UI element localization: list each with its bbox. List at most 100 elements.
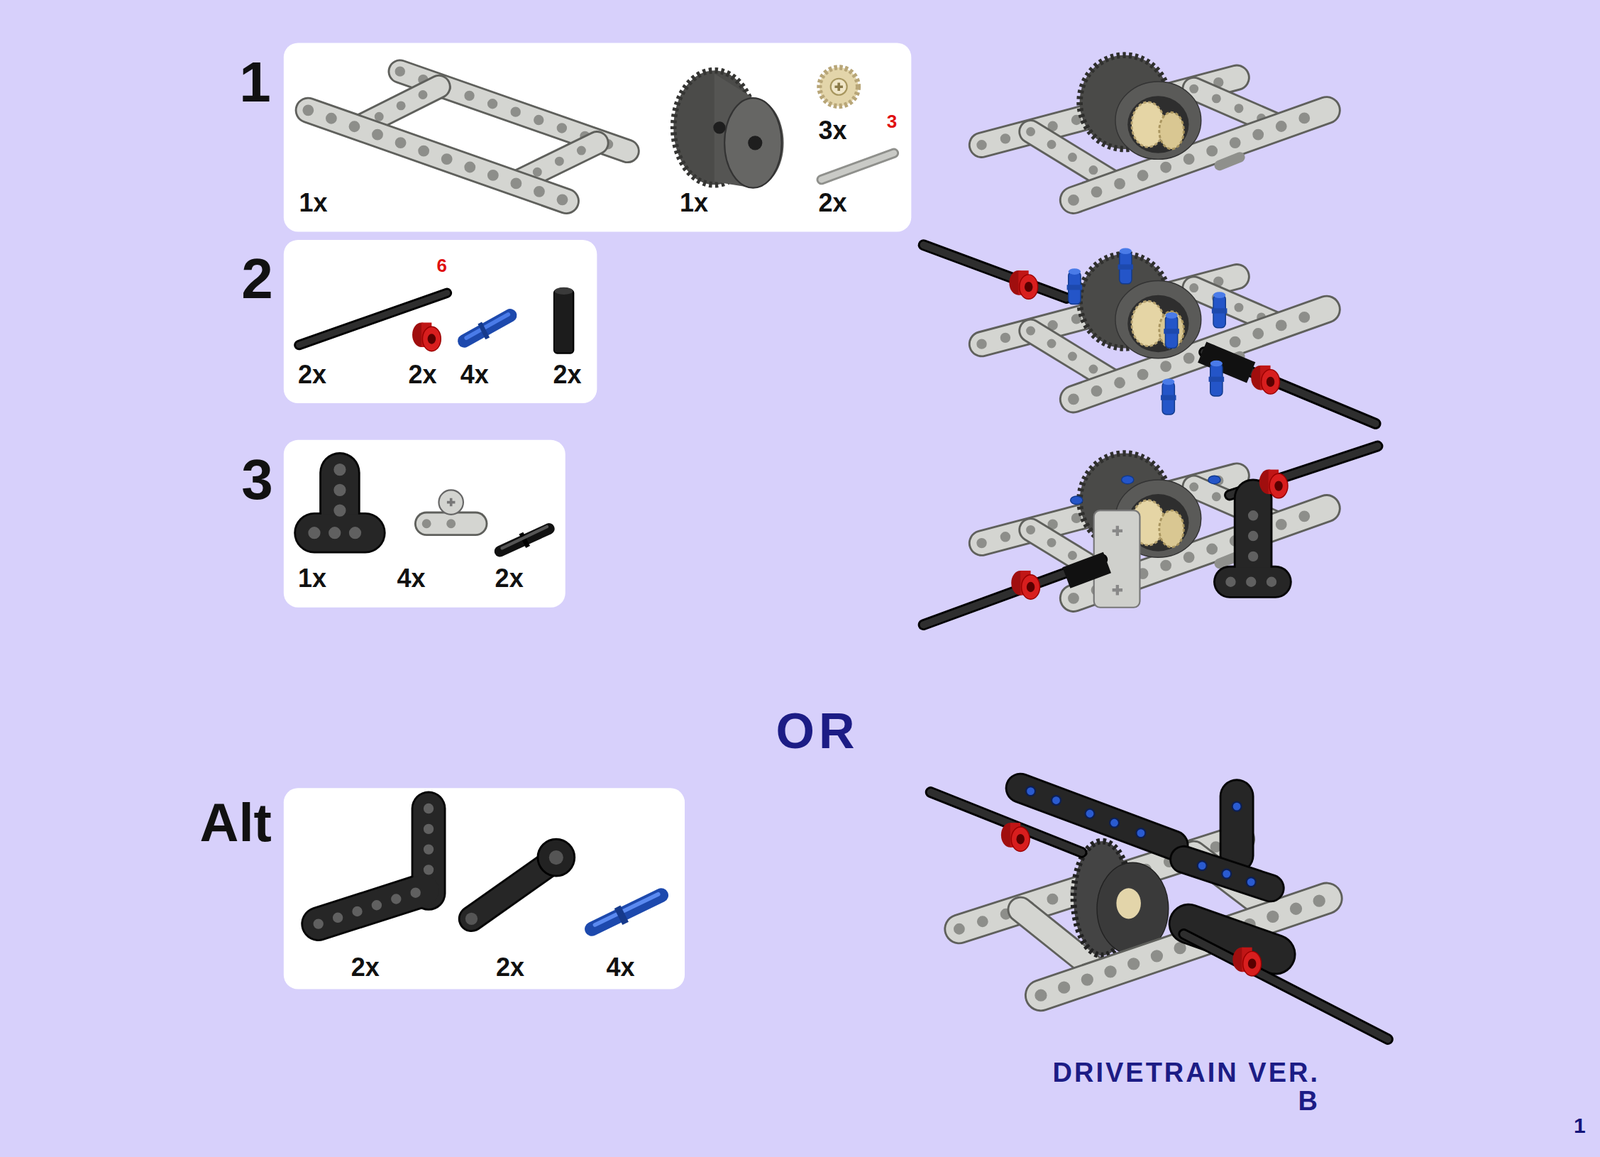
- instruction-art: [1259, 469, 1288, 499]
- panel-ground: [283, 42, 912, 989]
- axle-part: [821, 153, 895, 180]
- cross-block-assembly: [1112, 525, 1123, 596]
- black-pin-part: [500, 526, 550, 552]
- alt-assembly: [1232, 801, 1242, 811]
- instruction-art: [412, 322, 441, 351]
- part-quantity: 1x: [298, 565, 327, 592]
- l-beam-part: [423, 808, 434, 873]
- instruction-art: [981, 55, 1327, 201]
- step-number: 3: [241, 451, 274, 509]
- alt-assembly: [1183, 859, 1271, 888]
- length-number: 6: [436, 256, 447, 275]
- alt-assembly: [1135, 828, 1146, 838]
- axle-assembly: [923, 244, 1376, 424]
- drawing-title: DRIVETRAIN VER. B: [1043, 1058, 1320, 1116]
- panel-ground: [283, 439, 566, 608]
- step-number: 2: [241, 250, 274, 308]
- blue-pin-part: [591, 894, 662, 929]
- panel-ground: [283, 787, 685, 989]
- instruction-art: [1250, 365, 1280, 394]
- part-quantity: 2x: [298, 361, 327, 388]
- alt-assembly: [1183, 933, 1388, 1039]
- part-quantity: 4x: [460, 361, 489, 388]
- instruction-art: [1211, 291, 1228, 328]
- differential-part: [724, 97, 782, 189]
- pin-heads: [1208, 475, 1221, 484]
- step-number: Alt: [200, 795, 272, 850]
- instruction-art: [1008, 270, 1038, 299]
- instruction-art: [283, 42, 1388, 1039]
- t-beam-part: [314, 512, 366, 554]
- part-quantity: 2x: [351, 954, 380, 980]
- part-quantity: 2x: [553, 361, 582, 388]
- alt-assembly: [1025, 786, 1036, 796]
- arm-connector-part: [471, 862, 551, 919]
- t-beam-part: [314, 526, 366, 539]
- bevel-gear-part: [834, 82, 843, 91]
- alt-assembly: [1219, 796, 1255, 855]
- alt-assembly: [1221, 796, 1253, 855]
- l-beam-part: [318, 889, 424, 924]
- panel-ground: [283, 42, 912, 232]
- alt-assembly: [1197, 860, 1207, 870]
- frame-part: [307, 109, 567, 201]
- arm-connector-part: [465, 912, 478, 925]
- cross-block-part: [447, 498, 456, 507]
- t-beam-part: [314, 514, 366, 552]
- arm-connector-part: [537, 838, 575, 876]
- part-quantity: 2x: [495, 954, 525, 980]
- alt-assembly: [1183, 859, 1271, 888]
- step-panel: 262x2x4x2x: [283, 239, 598, 404]
- pin-heads: [1121, 475, 1134, 484]
- alt-assembly: [1246, 876, 1256, 887]
- cross-block-part: [426, 489, 476, 523]
- arm-connector-part: [471, 862, 551, 919]
- bevel-gear-part: [830, 78, 848, 96]
- part-quantity: 4x: [397, 565, 426, 592]
- instruction-art: [1232, 947, 1261, 976]
- connector-part: [554, 287, 574, 354]
- differential-part: [673, 70, 784, 188]
- pin-heads: [1070, 475, 1221, 504]
- differential-part: [713, 121, 726, 134]
- axle-assembly: [1066, 561, 1108, 578]
- arm-connector-part: [465, 838, 575, 925]
- pin-heads: [1070, 495, 1083, 505]
- length-number: 3: [886, 112, 897, 131]
- bevel-gear-part: [819, 67, 859, 107]
- axle-part: [821, 153, 895, 180]
- part-quantity: 1x: [298, 190, 328, 216]
- alt-assembly: [1116, 887, 1141, 919]
- alt-assembly: [1183, 933, 1388, 1039]
- page-number: 1: [1573, 1114, 1586, 1136]
- axle-assembly: [1201, 351, 1251, 373]
- t-beam-assembly: [1230, 576, 1276, 587]
- axle-assembly: [923, 445, 1378, 625]
- blue-pin-part: [481, 329, 487, 333]
- t-beam-assembly: [1229, 565, 1276, 599]
- part-quantity: 2x: [818, 190, 848, 216]
- part-quantity: 2x: [495, 565, 524, 592]
- l-beam-part: [318, 889, 424, 924]
- instruction-art: [1209, 360, 1225, 396]
- black-pin-part: [500, 528, 550, 552]
- connector-part: [554, 289, 574, 353]
- instruction-art: [981, 254, 1327, 399]
- differential-part: [747, 135, 763, 150]
- cross-block-part: [438, 489, 464, 515]
- panel-ground: [283, 239, 598, 404]
- alt-assembly: [1221, 869, 1232, 879]
- part-quantity: 4x: [605, 954, 635, 980]
- instruction-art: [1067, 268, 1083, 304]
- blue-pin-part: [594, 894, 658, 925]
- step-panel: Alt2x2x4x: [283, 787, 685, 989]
- t-beam-assembly: [1229, 567, 1276, 597]
- step-number: 1: [239, 53, 272, 111]
- step-panel: 31x4x2x: [283, 439, 566, 608]
- alt-assembly: [1085, 808, 1095, 819]
- connector-part: [554, 287, 574, 295]
- part-quantity: 3x: [818, 117, 848, 144]
- frame-part: [307, 109, 567, 201]
